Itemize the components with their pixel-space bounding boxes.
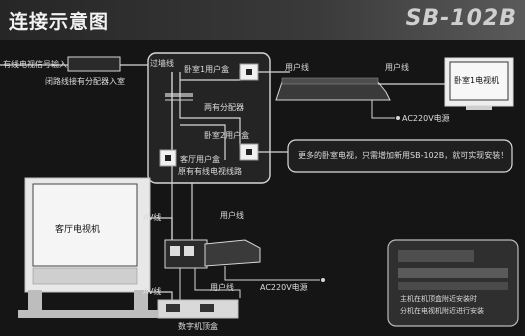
ac-power-top-label: AC220V电源 (402, 114, 450, 123)
cable-label-top2: 用户线 (385, 63, 409, 72)
receiver-unit-top (275, 81, 391, 101)
ac-power-bottom-label: AC220V电源 (260, 283, 308, 292)
input-signal-label: 有线电视信号输入 (3, 60, 67, 69)
diagram-title: 连接示意图 (9, 11, 110, 33)
cable-mid-label: 用户线 (220, 211, 244, 220)
bedroom1-label: 卧室1用户盒 (184, 65, 230, 74)
av-bottom-label: AV线 (143, 287, 162, 296)
splitter-caption: 闭路线接有分配器入室 (45, 77, 125, 86)
receiver-unit-bottom (204, 239, 261, 267)
cable-label-top1: 用户线 (285, 63, 309, 72)
inset-text-2: 分机在电视机附近进行安装 (400, 307, 484, 315)
av-top-label: AV线 (143, 213, 162, 222)
note-box (287, 139, 513, 173)
bedroom-tv-label: 卧室1电视机 (454, 76, 500, 85)
header-banner: 连接示意图 SB-102B (0, 0, 525, 40)
note-text: 更多的卧室电视，只需增加新用SB-102B，就可实现安装！ (298, 151, 509, 160)
cable-bottom-label: 用户线 (210, 283, 234, 292)
splitter-label: 两有分配器 (204, 103, 244, 112)
inset-text-1: 主机在机顶盒附近安装时 (400, 295, 477, 303)
set-top-box-label: 数字机顶盒 (178, 322, 218, 331)
bedroom2-label: 卧室2用户盒 (204, 131, 250, 140)
input-splitter (67, 56, 121, 72)
antenna-cable-label: 原有有线电视线路 (178, 167, 242, 176)
living-outlet-label: 客厅用户盒 (180, 155, 220, 164)
model-number: SB-102B (405, 6, 517, 31)
in-wall-label: 过墙线 (150, 59, 174, 68)
living-tv-label: 客厅电视机 (55, 225, 101, 235)
